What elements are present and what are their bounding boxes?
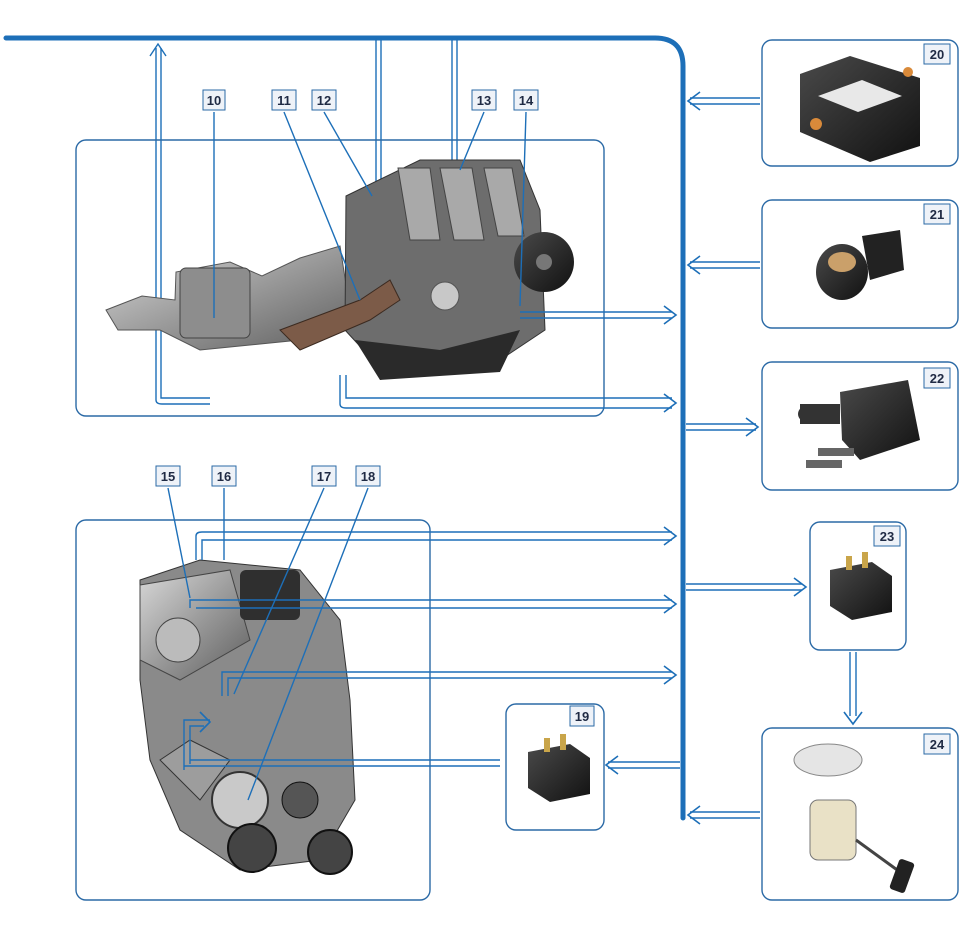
component-21-box	[761, 199, 959, 329]
right-links	[608, 97, 857, 819]
svg-text:12: 12	[317, 93, 331, 108]
callout-19: 19	[569, 705, 595, 727]
svg-text:16: 16	[217, 469, 231, 484]
svg-text:10: 10	[207, 93, 221, 108]
callout-24: 24	[923, 733, 951, 755]
component-20-box	[761, 39, 959, 167]
svg-text:24: 24	[930, 737, 945, 752]
callout-12: 12	[311, 89, 337, 111]
callout-22: 22	[923, 367, 951, 389]
callout-13: 13	[471, 89, 497, 111]
engine-front-image	[139, 559, 356, 875]
callout-18: 18	[355, 465, 381, 487]
callout-16: 16	[211, 465, 237, 487]
component-22-box	[761, 361, 959, 491]
svg-text:18: 18	[361, 469, 375, 484]
svg-text:13: 13	[477, 93, 491, 108]
callout-10: 10	[202, 89, 226, 111]
callout-11: 11	[271, 89, 297, 111]
callout-20: 20	[923, 43, 951, 65]
callout-17: 17	[311, 465, 337, 487]
svg-text:22: 22	[930, 371, 944, 386]
svg-text:15: 15	[161, 469, 175, 484]
svg-text:14: 14	[519, 93, 534, 108]
component-24-box	[761, 727, 959, 901]
component-19-box	[505, 703, 605, 831]
svg-text:20: 20	[930, 47, 944, 62]
svg-text:23: 23	[880, 529, 894, 544]
upper-leaders	[213, 111, 672, 409]
svg-text:11: 11	[277, 93, 291, 108]
component-23-box	[809, 521, 907, 651]
lower-leaders	[167, 487, 672, 801]
bus-drops	[149, 38, 458, 405]
signal-bus	[3, 35, 686, 821]
engine-with-gearbox-image	[105, 159, 574, 380]
svg-text:19: 19	[575, 709, 589, 724]
svg-text:21: 21	[930, 207, 944, 222]
callout-15: 15	[155, 465, 181, 487]
lower-engine-panel	[75, 519, 431, 901]
callout-21: 21	[923, 203, 951, 225]
callout-14: 14	[513, 89, 539, 111]
callout-23: 23	[873, 525, 901, 547]
svg-text:17: 17	[317, 469, 331, 484]
